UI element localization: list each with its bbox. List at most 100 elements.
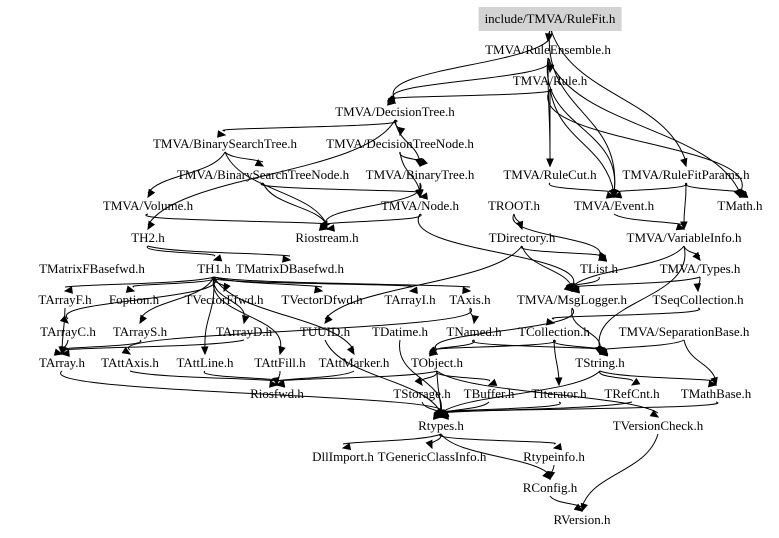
edge-tattmarker-to-riosfwd bbox=[276, 370, 355, 382]
arrowhead-rtypeinfo-to-rconfig bbox=[547, 470, 556, 481]
edge-ruleensemble-to-tmath bbox=[547, 57, 741, 194]
edge-types-to-msglogger bbox=[571, 276, 701, 288]
graph-node-rule[interactable]: TMVA/Rule.h bbox=[512, 73, 588, 88]
graph-node-tattmarker[interactable]: TAttMarker.h bbox=[318, 355, 390, 370]
graph-node-tstorage[interactable]: TStorage.h bbox=[393, 386, 451, 401]
graph-node-bst[interactable]: TMVA/BinarySearchTree.h bbox=[152, 136, 298, 151]
graph-node-rtypeinfo[interactable]: Rtypeinfo.h bbox=[523, 449, 585, 464]
graph-node-tvectorf[interactable]: TVectorFfwd.h bbox=[184, 292, 264, 307]
arrowhead-th1-to-foption bbox=[125, 285, 136, 293]
graph-node-tobject[interactable]: TObject.h bbox=[410, 355, 464, 370]
graph-node-tmathbase[interactable]: TMathBase.h bbox=[680, 386, 752, 401]
graph-node-rconfig[interactable]: RConfig.h bbox=[522, 480, 578, 495]
graph-node-trefcnt[interactable]: TRefCnt.h bbox=[604, 386, 660, 401]
edge-rulefitparams-to-tmath bbox=[685, 182, 741, 194]
arrowhead-bst-to-bstnode bbox=[254, 159, 265, 167]
graph-node-node[interactable]: TMVA/Node.h bbox=[380, 198, 460, 213]
graph-node-rulefitparams[interactable]: TMVA/RuleFitParams.h bbox=[622, 167, 750, 182]
graph-node-tcollection[interactable]: TCollection.h bbox=[518, 324, 590, 339]
graph-node-sepbase[interactable]: TMVA/SeparationBase.h bbox=[618, 324, 750, 339]
edge-th2-to-th1 bbox=[147, 245, 215, 257]
arrowhead-taxis-to-tnamed bbox=[471, 314, 479, 325]
edge-rtypes-to-dllimport bbox=[342, 433, 442, 445]
arrowhead-rulefitparams-to-variableinfo bbox=[680, 221, 688, 231]
graph-node-types[interactable]: TMVA/Types.h bbox=[659, 261, 741, 276]
graph-node-dtnode[interactable]: TMVA/DecisionTreeNode.h bbox=[326, 136, 474, 151]
graph-node-msglogger[interactable]: TMVA/MsgLogger.h bbox=[517, 292, 627, 307]
arrowhead-rtypes-to-dllimport bbox=[341, 442, 352, 451]
arrowhead-node-to-riostream bbox=[318, 223, 329, 231]
arrowhead-rulefit-to-rulefitparams bbox=[680, 157, 688, 168]
edge-th1-to-tattfill bbox=[212, 276, 282, 351]
edge-rulefit-to-decisiontree bbox=[392, 26, 553, 100]
graph-node-tmatrixd[interactable]: TMatrixDBasefwd.h bbox=[236, 261, 344, 276]
graph-node-tattline[interactable]: TAttLine.h bbox=[176, 355, 234, 370]
arrowhead-th2-to-tmatrixd bbox=[282, 255, 292, 263]
graph-node-tarray[interactable]: TArray.h bbox=[38, 355, 86, 370]
graph-node-tnamed[interactable]: TNamed.h bbox=[446, 324, 502, 339]
graph-node-event[interactable]: TMVA/Event.h bbox=[573, 198, 655, 213]
graph-node-tlist[interactable]: TList.h bbox=[580, 261, 618, 276]
graph-node-troot[interactable]: TROOT.h bbox=[487, 198, 541, 213]
graph-node-tarrayi[interactable]: TArrayI.h bbox=[384, 292, 436, 307]
arrowhead-rule-to-rulecut bbox=[546, 158, 554, 168]
graph-node-rtypes[interactable]: Rtypes.h bbox=[418, 418, 464, 433]
graph-node-decisiontree[interactable]: TMVA/DecisionTree.h bbox=[335, 104, 455, 119]
graph-node-tdirectory[interactable]: TDirectory.h bbox=[488, 230, 556, 245]
graph-node-tmatrixf[interactable]: TMatrixFBasefwd.h bbox=[39, 261, 145, 276]
graph-node-bstnode[interactable]: TMVA/BinarySearchTreeNode.h bbox=[176, 167, 350, 182]
arrowhead-tattaxis-to-riosfwd bbox=[269, 380, 279, 388]
edge-sepbase-to-tstring bbox=[599, 339, 685, 351]
graph-node-foption[interactable]: Foption.h bbox=[108, 292, 160, 307]
graph-node-tattfill[interactable]: TAttFill.h bbox=[254, 355, 306, 370]
graph-node-th2[interactable]: TH2.h bbox=[131, 230, 165, 245]
edge-tarray-to-rtypes bbox=[60, 370, 443, 414]
graph-node-tseqcoll[interactable]: TSeqCollection.h bbox=[652, 292, 744, 307]
graph-node-riostream[interactable]: Riostream.h bbox=[295, 230, 359, 245]
graph-node-tversioncheck[interactable]: TVersionCheck.h bbox=[612, 418, 704, 433]
graph-node-dllimport[interactable]: DllImport.h bbox=[312, 449, 374, 464]
arrowhead-sepbase-to-tstring bbox=[598, 348, 609, 356]
graph-node-tvectord[interactable]: TVectorDfwd.h bbox=[281, 292, 363, 307]
graph-node-tarrayc[interactable]: TArrayC.h bbox=[40, 324, 96, 339]
arrowhead-tarrayd-to-tarray bbox=[60, 349, 70, 357]
graph-node-tstring[interactable]: TString.h bbox=[575, 355, 625, 370]
edge-volume-to-riostream bbox=[145, 213, 330, 226]
graph-node-taxis[interactable]: TAxis.h bbox=[449, 292, 491, 307]
graph-node-rulecut[interactable]: TMVA/RuleCut.h bbox=[503, 167, 597, 182]
graph-node-ruleensemble[interactable]: TMVA/RuleEnsemble.h bbox=[485, 42, 611, 57]
edge-th2-to-tmatrixd bbox=[147, 245, 291, 257]
graph-node-variableinfo[interactable]: TMVA/VariableInfo.h bbox=[626, 230, 742, 245]
edge-tdirectory-to-msglogger bbox=[521, 245, 573, 288]
edge-th1-to-tvectord bbox=[213, 276, 323, 288]
arrowhead-decisiontree-to-th2 bbox=[147, 220, 156, 231]
graph-node-tuuid[interactable]: TUUID.h bbox=[299, 324, 351, 339]
edge-bst-to-bstnode bbox=[224, 151, 264, 163]
arrowhead-types-to-msglogger bbox=[570, 286, 580, 294]
arrowhead-tobject-to-tbuffer bbox=[487, 378, 498, 386]
arrowhead-tcollection-to-titerator bbox=[554, 377, 563, 387]
edge-tlist-to-msglogger bbox=[571, 276, 600, 288]
arrowhead-tobject-to-tversioncheck bbox=[649, 409, 660, 418]
graph-node-tarrayd[interactable]: TArrayD.h bbox=[215, 324, 273, 339]
graph-node-volume[interactable]: TMVA/Volume.h bbox=[102, 198, 194, 213]
graph-node-tdatime[interactable]: TDatime.h bbox=[372, 324, 428, 339]
graph-node-rversion[interactable]: RVersion.h bbox=[553, 512, 611, 527]
arrowhead-bst-to-volume bbox=[147, 188, 156, 199]
graph-node-binarytree[interactable]: TMVA/BinaryTree.h bbox=[365, 167, 475, 182]
graph-node-th1[interactable]: TH1.h bbox=[197, 261, 231, 276]
edge-tstring-to-rtypes bbox=[440, 370, 601, 414]
graph-node-tattaxis[interactable]: TAttAxis.h bbox=[101, 355, 159, 370]
graph-node-tmath[interactable]: TMath.h bbox=[717, 198, 763, 213]
edge-tmathbase-to-rtypes bbox=[438, 401, 719, 414]
graph-node-tarrays[interactable]: TArrayS.h bbox=[112, 324, 168, 339]
graph-node-tarrayf[interactable]: TArrayF.h bbox=[38, 292, 92, 307]
graph-node-rulefit[interactable]: include/TMVA/RuleFit.h bbox=[478, 7, 622, 31]
edge-tattline-to-riosfwd bbox=[203, 370, 279, 382]
arrowhead-tmathbase-to-rtypes bbox=[433, 412, 443, 420]
graph-node-titerator[interactable]: TIterator.h bbox=[531, 386, 587, 401]
graph-node-tgenericclassinfo[interactable]: TGenericClassInfo.h bbox=[377, 449, 487, 464]
arrowhead-taxis-to-tattaxis bbox=[121, 346, 132, 355]
graph-node-riosfwd[interactable]: Riosfwd.h bbox=[250, 386, 304, 401]
graph-node-tbuffer[interactable]: TBuffer.h bbox=[463, 386, 515, 401]
